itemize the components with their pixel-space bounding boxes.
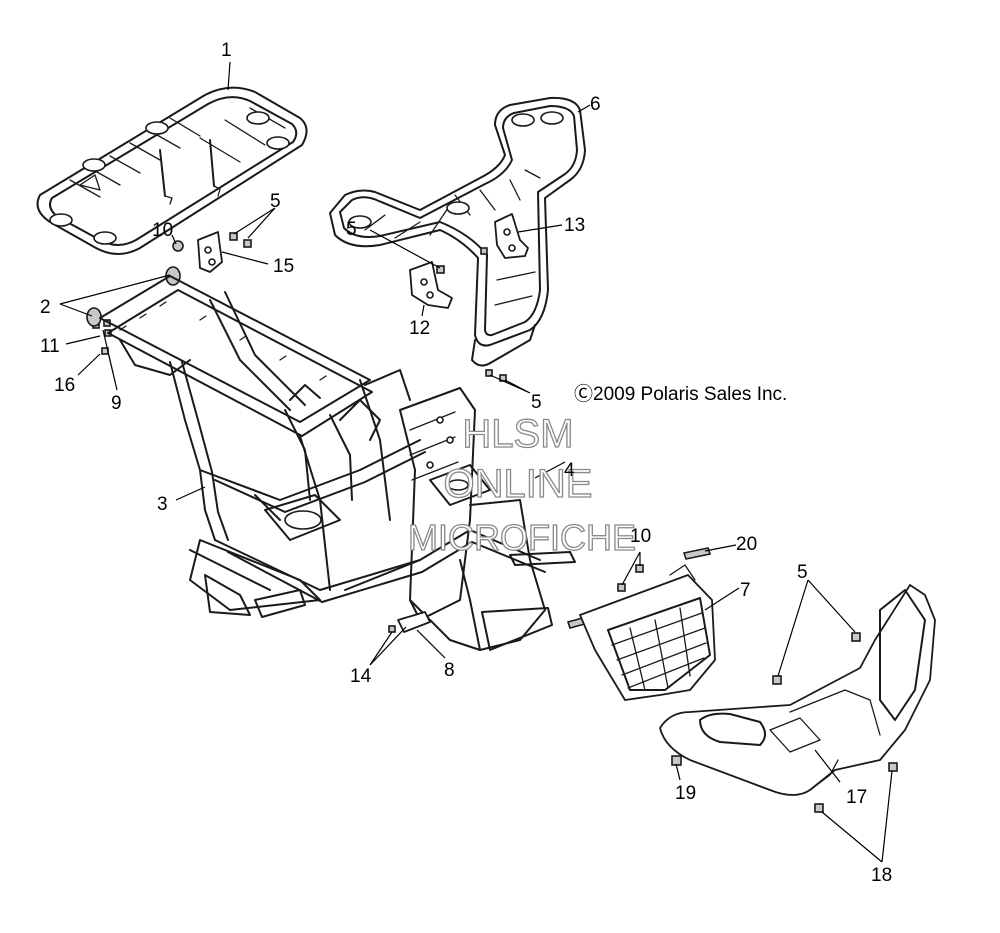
bracket-15 — [197, 231, 223, 273]
callout-13: 13 — [564, 215, 585, 236]
grommets — [86, 266, 181, 327]
front-rack — [329, 96, 586, 367]
callout-1: 1 — [221, 40, 232, 61]
callouts: 1 2 3 4 5 5 5 5 6 7 8 9 10 10 11 12 13 1… — [40, 40, 892, 886]
bracket-13 — [494, 213, 529, 259]
callout-15: 15 — [273, 256, 294, 277]
callout-18: 18 — [871, 865, 892, 886]
front-fascia — [659, 584, 936, 796]
callout-8: 8 — [444, 660, 455, 681]
callout-19: 19 — [675, 783, 696, 804]
callout-16: 16 — [54, 375, 75, 396]
watermark: HLSM ONLINE MICROFICHE — [407, 411, 636, 558]
watermark-line1: HLSM — [462, 412, 573, 456]
callout-11: 11 — [40, 336, 60, 357]
main-frame — [99, 275, 576, 651]
callout-5a: 5 — [270, 191, 281, 212]
leader-lines — [59, 61, 893, 863]
bracket-8 — [397, 611, 431, 633]
rear-rack — [36, 86, 308, 255]
callout-5d: 5 — [797, 562, 808, 583]
callout-2: 2 — [40, 297, 51, 318]
callout-9: 9 — [111, 393, 122, 414]
callout-3: 3 — [157, 494, 168, 515]
watermark-line2: ONLINE — [444, 462, 593, 506]
callout-10a: 10 — [152, 220, 173, 241]
callout-6: 6 — [590, 94, 601, 115]
callout-14: 14 — [350, 666, 372, 687]
callout-5c: 5 — [531, 392, 542, 413]
callout-17: 17 — [846, 787, 867, 808]
callout-4: 4 — [564, 460, 575, 481]
callout-12: 12 — [409, 318, 430, 339]
callout-10b: 10 — [630, 526, 651, 547]
callout-7: 7 — [740, 580, 751, 601]
watermark-line3: MICROFICHE — [408, 517, 636, 558]
bracket-12 — [409, 261, 453, 309]
front-grille — [579, 564, 716, 701]
callout-5b: 5 — [346, 219, 357, 240]
copyright-notice: Ⓒ2009 Polaris Sales Inc. — [574, 383, 787, 405]
callout-20: 20 — [736, 534, 757, 555]
